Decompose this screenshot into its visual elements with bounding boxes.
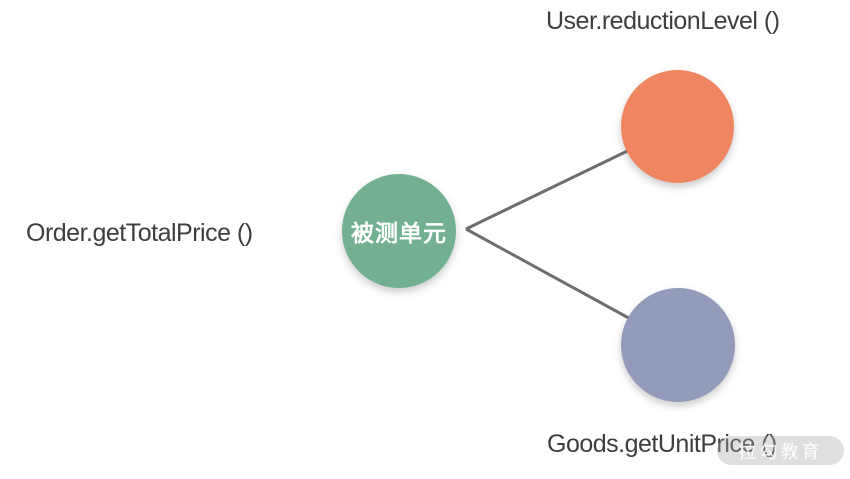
node-unit-under-test: 被测单元 <box>342 174 456 288</box>
watermark-text: 拉勾教育 <box>738 441 823 462</box>
label-user-reduction-level: User.reductionLevel () <box>546 7 780 35</box>
watermark-badge: 拉勾教育 <box>717 436 844 465</box>
unit-under-test-label: 被测单元 <box>351 220 447 246</box>
node-goods-unit-price <box>621 288 735 402</box>
node-user-reduction-level <box>621 70 734 183</box>
label-goods-get-unit-price: Goods.getUnitPrice () <box>547 430 777 458</box>
label-order-get-total-price: Order.getTotalPrice () <box>26 219 253 247</box>
